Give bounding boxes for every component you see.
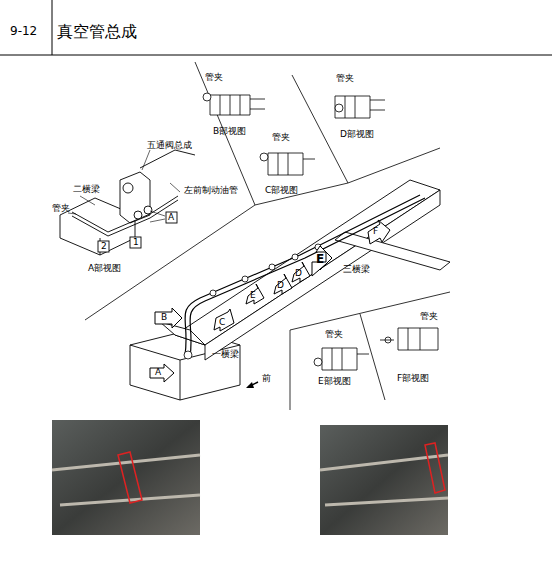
part-label: D部视图 bbox=[340, 130, 374, 140]
part-label: 管夹 bbox=[52, 204, 70, 214]
callout-letter: 前 bbox=[262, 374, 271, 384]
page-title: 真空管总成 bbox=[57, 22, 137, 43]
part-label: 五通阀总成 bbox=[147, 141, 192, 151]
part-label: 一横梁 bbox=[212, 350, 239, 360]
callout-letter: D bbox=[277, 281, 284, 291]
part-label: 9-12 bbox=[10, 25, 37, 38]
part-label: 管夹 bbox=[205, 73, 223, 83]
callout-letter: E bbox=[250, 291, 256, 301]
callout-letter: D bbox=[295, 269, 302, 279]
part-label: 管夹 bbox=[272, 133, 290, 143]
part-label: 管夹 bbox=[336, 74, 354, 84]
callout-letter: 2 bbox=[101, 242, 107, 252]
callout-letter: B bbox=[161, 313, 167, 323]
part-label: E部视图 bbox=[318, 377, 351, 387]
callout-letter: A bbox=[168, 213, 174, 223]
callout-letter: E bbox=[316, 253, 324, 266]
part-label: B部视图 bbox=[213, 127, 246, 137]
part-label: 管夹 bbox=[325, 330, 343, 340]
callout-letter: A bbox=[155, 368, 161, 378]
callout-letter: C bbox=[219, 318, 225, 328]
callout-letter: 1 bbox=[133, 238, 139, 248]
part-label: 二横梁 bbox=[73, 185, 100, 195]
part-label: C部视图 bbox=[265, 186, 298, 196]
callout-letter: F bbox=[373, 227, 378, 237]
part-label: F部视图 bbox=[397, 374, 429, 384]
part-label: 三横梁 bbox=[343, 265, 370, 275]
part-label: 管夹 bbox=[420, 312, 438, 322]
part-label: A部视图 bbox=[88, 264, 121, 274]
part-label: 左前制动油管 bbox=[184, 186, 238, 196]
